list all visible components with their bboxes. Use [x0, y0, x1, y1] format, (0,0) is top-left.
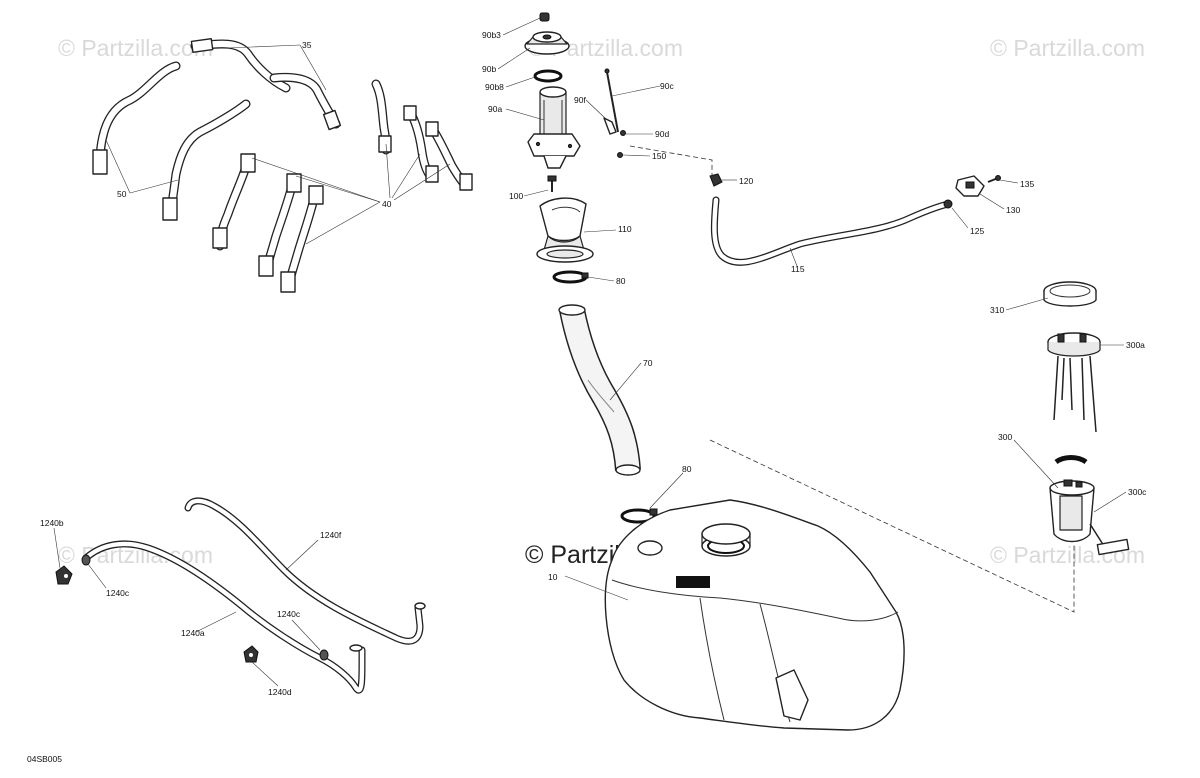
part-300-fuel-pump-module[interactable] — [1049, 455, 1095, 543]
part-50-strap-left[interactable] — [92, 61, 181, 175]
callout-80-lower: 80 — [682, 464, 692, 474]
callout-125: 125 — [970, 226, 984, 236]
dashed-guide-vent — [629, 145, 713, 176]
part-1240c-clamp-mid[interactable] — [319, 649, 329, 661]
callout-310: 310 — [990, 305, 1004, 315]
part-40-strap-3[interactable] — [280, 185, 324, 293]
part-125-grommet[interactable] — [943, 199, 953, 209]
part-1240c-clamp-left[interactable] — [81, 554, 91, 566]
callout-1240d: 1240d — [268, 687, 292, 697]
part-40-strap-5[interactable] — [403, 105, 439, 183]
part-90a-filler-neck[interactable] — [527, 86, 581, 169]
callout-90b: 90b — [482, 64, 496, 74]
part-80-hose-clamp-upper[interactable] — [552, 270, 589, 284]
part-135-screw[interactable] — [987, 175, 1001, 183]
callout-1240f: 1240f — [320, 530, 342, 540]
watermark-top-right: © Partzilla.com — [990, 35, 1145, 61]
callout-90b8: 90b8 — [485, 82, 504, 92]
part-40-strap-6[interactable] — [425, 121, 473, 191]
callout-1240b: 1240b — [40, 518, 64, 528]
callout-115: 115 — [791, 264, 805, 274]
part-150-screw[interactable] — [617, 152, 623, 158]
part-10-fuel-tank[interactable] — [604, 499, 905, 731]
callout-labels: 35 50 40 90b3 90b 90b8 90a 90f 90c 90d 1… — [40, 30, 1147, 697]
part-100-bolt[interactable] — [547, 175, 557, 192]
part-90d-small-washer[interactable] — [620, 130, 626, 136]
callout-300: 300 — [998, 432, 1012, 442]
leaders-lines — [53, 527, 321, 687]
part-1240a-drain-line[interactable] — [82, 540, 366, 694]
part-120-elbow-fitting[interactable] — [709, 173, 723, 187]
part-310-lock-ring[interactable] — [1043, 281, 1097, 307]
callout-90d: 90d — [655, 129, 669, 139]
callout-135: 135 — [1020, 179, 1034, 189]
watermark-top-left: © Partzilla.com — [58, 35, 213, 61]
part-90f-clip[interactable] — [603, 117, 617, 135]
callout-100: 100 — [509, 191, 523, 201]
part-115-vent-hose[interactable] — [710, 196, 952, 266]
part-1240f-vent-line[interactable] — [184, 497, 426, 645]
callout-80-upper: 80 — [616, 276, 626, 286]
part-50-strap-right[interactable] — [162, 99, 251, 221]
part-35-strap-lower[interactable] — [269, 72, 342, 131]
callout-10: 10 — [548, 572, 558, 582]
part-110-filler-housing[interactable] — [536, 197, 594, 263]
callout-1240c-mid: 1240c — [277, 609, 301, 619]
callout-130: 130 — [1006, 205, 1020, 215]
part-90c-vent-rod[interactable] — [604, 68, 619, 133]
part-90b8-seal-ring[interactable] — [533, 69, 563, 83]
part-70-filler-hose[interactable] — [558, 304, 641, 476]
dashed-guide-pump — [709, 439, 1075, 613]
part-40-strap-4[interactable] — [371, 79, 392, 155]
callout-90b3: 90b3 — [482, 30, 501, 40]
part-40-strap-1[interactable] — [212, 153, 256, 251]
leaders-pump — [1005, 297, 1127, 513]
callout-300c: 300c — [1128, 487, 1147, 497]
callout-120: 120 — [739, 176, 753, 186]
leaders-straps — [105, 44, 451, 245]
part-40-strap-2[interactable] — [258, 173, 302, 277]
callout-150: 150 — [652, 151, 666, 161]
diagram-code: 04SB005 — [27, 754, 62, 764]
callout-90f: 90f — [574, 95, 586, 105]
leaders-filler-neck — [497, 17, 684, 509]
callout-1240c-left: 1240c — [106, 588, 130, 598]
part-1240b-fitting[interactable] — [55, 565, 73, 585]
callout-50: 50 — [117, 189, 127, 199]
callout-300a: 300a — [1126, 340, 1145, 350]
part-130-vent-valve[interactable] — [955, 175, 985, 197]
callout-40: 40 — [382, 199, 392, 209]
callout-110: 110 — [618, 224, 632, 234]
part-300c-fuel-level-sender[interactable] — [1089, 523, 1130, 556]
callout-90a: 90a — [488, 104, 502, 114]
callout-70: 70 — [643, 358, 653, 368]
leaders-tank — [564, 575, 629, 601]
watermark-layer: © Partzilla.com © Partzilla.com © Partzi… — [58, 35, 1145, 569]
callout-35: 35 — [302, 40, 312, 50]
leaders-vent — [722, 179, 1019, 267]
part-1240d-connector[interactable] — [243, 645, 259, 663]
part-90b-filler-cap[interactable] — [524, 31, 570, 55]
part-90b3-cap-plug[interactable] — [539, 12, 550, 22]
callout-90c: 90c — [660, 81, 674, 91]
callout-1240a: 1240a — [181, 628, 205, 638]
part-300a-pump-flange[interactable] — [1047, 332, 1101, 433]
